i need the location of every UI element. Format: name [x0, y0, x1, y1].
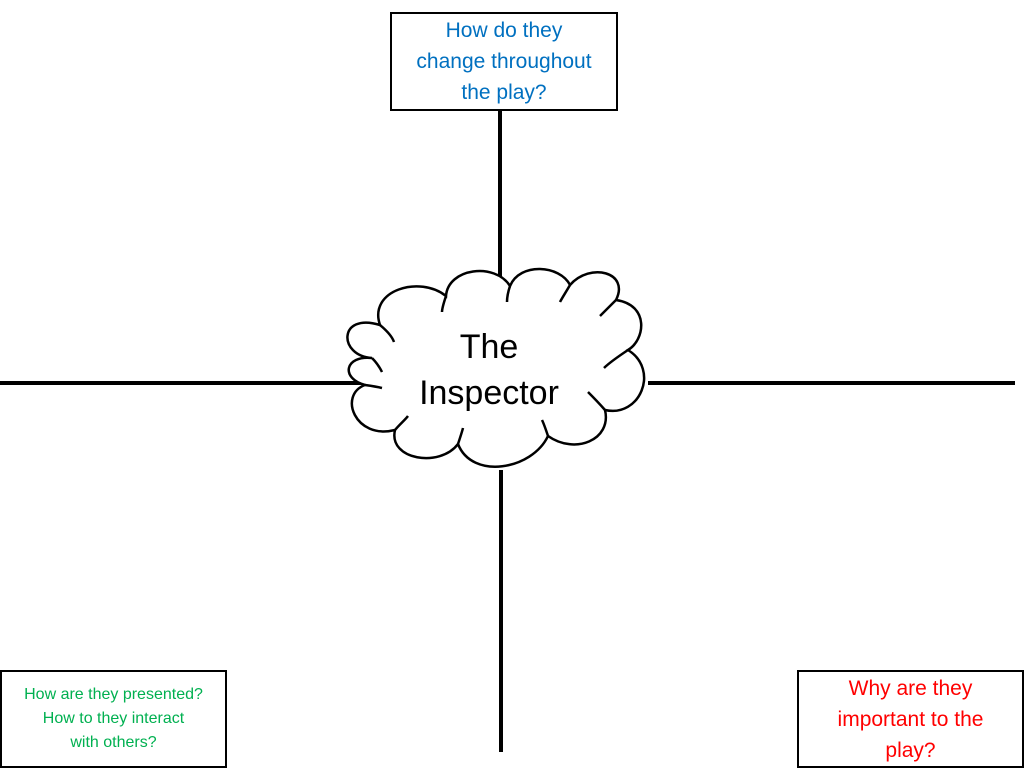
cloud-shape	[346, 267, 646, 468]
prompt-box-change: How do they change throughout the play?	[390, 12, 618, 111]
center-topic-label: The Inspector	[419, 328, 559, 412]
prompt-box-presented: How are they presented? How to they inte…	[0, 670, 227, 768]
prompt-box-importance: Why are they important to the play?	[797, 670, 1024, 768]
